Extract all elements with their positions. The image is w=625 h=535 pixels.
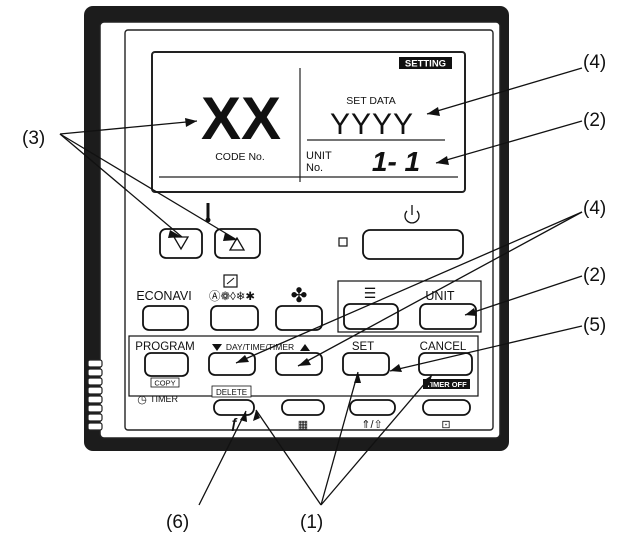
operation-lamp (338, 237, 348, 247)
callout-6: (6) (166, 512, 189, 533)
triangle-up-icon (228, 236, 246, 251)
delete-badge: DELETE (216, 388, 247, 397)
day-back-button[interactable] (208, 352, 256, 376)
timer-label: TIMER (150, 394, 178, 404)
maintenance-button[interactable] (213, 399, 255, 416)
delete-badge-box (211, 385, 252, 398)
louver-icon: ☰ (364, 285, 377, 301)
power-icon (404, 205, 420, 224)
timer-off-badge: TIMER OFF (426, 380, 467, 389)
fan-speed-icon: ✤ (291, 285, 308, 307)
program-button[interactable] (144, 352, 189, 377)
filter-button[interactable] (422, 399, 471, 416)
setting-badge-bg (399, 57, 452, 69)
power-button[interactable] (362, 229, 464, 260)
unit-no-label: No. (306, 162, 323, 174)
timer-off-badge-bg (423, 379, 470, 389)
copy-badge: COPY (154, 379, 175, 388)
callout-arrowheads (168, 107, 477, 422)
ventilation-icon: ⇑/⇧ (361, 419, 383, 431)
econavi-button[interactable] (142, 305, 189, 331)
unit-button-label: UNIT (425, 289, 455, 303)
mode-sheet-icon (223, 274, 238, 288)
timer-section (128, 335, 479, 397)
set-button-label: SET (352, 341, 374, 353)
mode-button[interactable] (210, 305, 259, 331)
code-number-label: CODE No. (215, 151, 265, 163)
program-label: PROGRAM (135, 341, 194, 353)
set-data-label: SET DATA (346, 95, 396, 107)
mode-icons: Ⓐ❁◊❄✱ (209, 290, 255, 303)
day-forward-arrow-icon (300, 344, 310, 351)
callout-2-top: (2) (583, 110, 606, 131)
copy-badge-box (150, 377, 180, 388)
unit-label: UNIT (306, 150, 332, 162)
wrench-icon: ƒ (230, 415, 238, 431)
code-number-value: XX (201, 85, 281, 152)
timer-clock-icon: ◷ (137, 394, 147, 406)
callout-4-mid: (4) (583, 198, 606, 219)
unit-number-value: 1- 1 (372, 146, 420, 177)
set-button[interactable] (342, 352, 390, 376)
unit-button[interactable] (419, 303, 477, 330)
callout-3: (3) (22, 128, 45, 149)
econavi-label: ECONAVI (136, 289, 191, 303)
grid-icon: ▦ (298, 419, 308, 431)
side-vent (87, 359, 103, 431)
temp-up-button[interactable] (214, 228, 261, 259)
callout-5: (5) (583, 315, 606, 336)
cancel-button[interactable] (418, 352, 473, 376)
callout-2-mid: (2) (583, 265, 606, 286)
day-back-arrow-icon (212, 344, 222, 351)
callout-4-top: (4) (583, 52, 606, 73)
lcd-display: SETTING XX CODE No. SET DATA YYYY UNIT N… (151, 51, 466, 193)
ventilation-button[interactable] (349, 399, 396, 416)
callout-lines (59, 67, 583, 506)
setting-badge: SETTING (405, 59, 446, 70)
schedule-button[interactable] (281, 399, 325, 416)
day-time-timer-label: DAY/TIME/TIMER (226, 342, 294, 352)
fan-speed-button[interactable] (275, 305, 323, 331)
callout-1: (1) (300, 512, 323, 533)
temp-down-button[interactable] (159, 228, 203, 259)
filter-icon: ⊡ (441, 419, 450, 431)
set-data-value: YYYY (330, 108, 414, 141)
louver-unit-group (337, 280, 482, 333)
cancel-button-label: CANCEL (420, 341, 467, 353)
